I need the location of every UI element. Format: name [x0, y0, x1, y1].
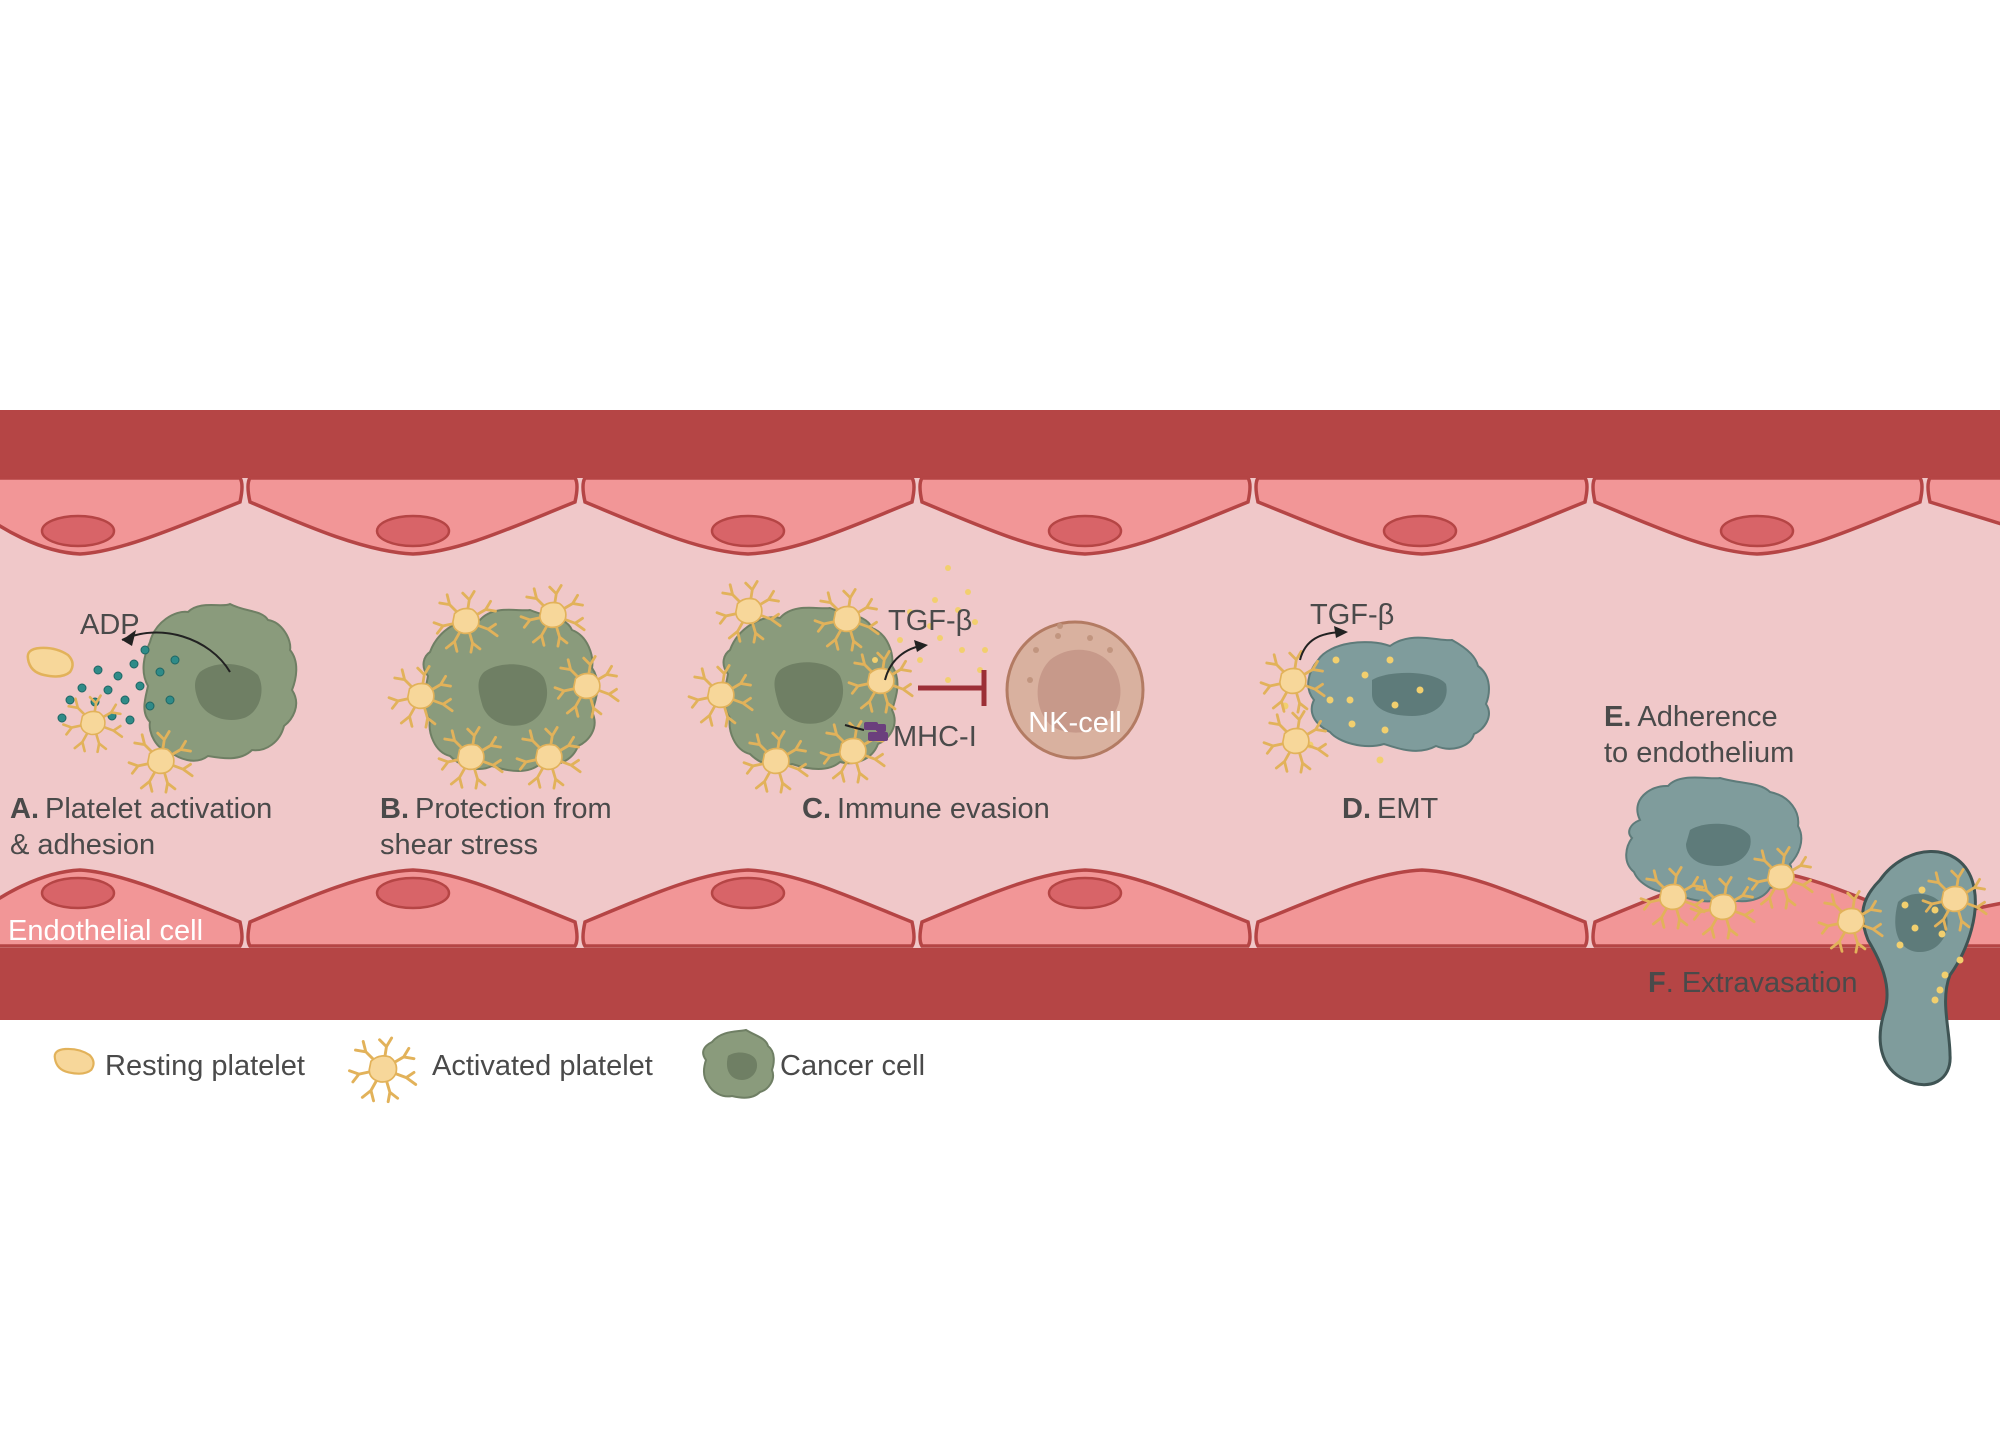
stage-c-title: C.Immune evasion: [802, 793, 1050, 825]
cancer-nucleus: [1686, 823, 1751, 866]
stage-e-illustration: [1625, 776, 1814, 940]
cancer-nucleus: [774, 662, 844, 724]
cancer-nucleus: [1372, 672, 1447, 716]
cancer-nucleus: [478, 664, 548, 726]
extravasation-particles: [1896, 886, 1964, 1004]
mhc-i-receptor: [864, 722, 888, 741]
stage-a-title: A.Platelet activation: [10, 793, 272, 825]
stage-a-illustration: [26, 602, 298, 794]
nk-cell-label: NK-cell: [1028, 707, 1121, 739]
tgf-arrowhead: [914, 640, 928, 652]
adp-arrow: [121, 631, 231, 673]
tgf-arrowhead: [1334, 626, 1348, 638]
legend-label-cancer: Cancer cell: [780, 1050, 925, 1082]
endothelium-bottom-nuclei: [40, 876, 1123, 910]
stage-d-illustration: [1259, 626, 1490, 774]
stage-c-illustration: [687, 565, 1145, 794]
mhc-pointer: [844, 724, 865, 731]
legend: Resting platelet Activated platelet Canc…: [53, 1028, 925, 1104]
nk-granules: [1027, 623, 1113, 683]
resting-platelet-icon: [53, 1047, 95, 1075]
nk-cell-nucleus: [1037, 649, 1121, 733]
stage-e-subtitle: to endothelium: [1604, 737, 1794, 769]
vessel-wall-bottom: [0, 945, 2000, 1020]
stage-b-illustration: [387, 584, 620, 790]
legend-label-resting: Resting platelet: [105, 1050, 305, 1082]
endothelial-cell-label: Endothelial cell: [8, 915, 203, 947]
stage-d-title: D.EMT: [1342, 793, 1439, 825]
adp-granules: [57, 645, 180, 725]
stage-f-title: F. Extravasation: [1648, 967, 1858, 999]
vessel-wall-top: [0, 410, 2000, 480]
endothelium-top-nuclei: [40, 514, 1795, 548]
legend-label-activated: Activated platelet: [432, 1050, 653, 1082]
stage-b-subtitle: shear stress: [380, 829, 538, 861]
cancer-cell-icon-nucleus: [726, 1052, 758, 1080]
tgf-beta-label-d: TGF-β: [1310, 599, 1394, 631]
activated-platelet-icon: [347, 1036, 418, 1104]
stage-e-title: E.Adherence: [1604, 701, 1778, 733]
tgf-beta-label-c: TGF-β: [888, 605, 972, 637]
adp-arrowhead: [122, 630, 136, 646]
stage-b-title: B.Protection from: [380, 793, 612, 825]
adp-label: ADP: [80, 609, 140, 641]
mhc-i-label: MHC-I: [893, 721, 977, 753]
cancer-nucleus: [195, 664, 262, 721]
stage-a-subtitle: & adhesion: [10, 829, 155, 861]
stage-f-illustration: [1817, 850, 1988, 1087]
